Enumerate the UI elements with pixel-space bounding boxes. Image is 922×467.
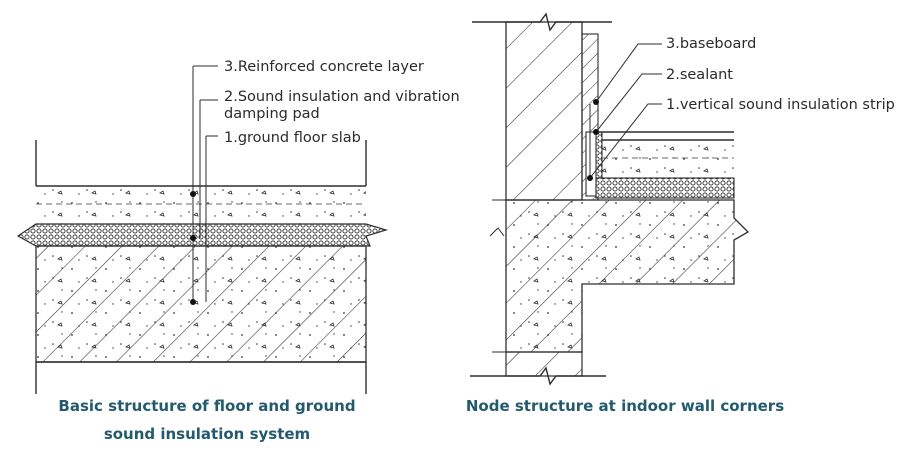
label-ground-floor-slab: 1.ground floor slab: [224, 130, 361, 146]
sound-insulation-pad: [16, 223, 389, 247]
floor-insulation-pad: [595, 177, 735, 199]
label-reinforced-concrete: 3.Reinforced concrete layer: [224, 59, 424, 75]
wall: [505, 21, 583, 201]
reinforced-concrete-layer: [36, 186, 366, 224]
floor-concrete-layer: [602, 140, 734, 178]
wall-corner-diagram: 3.baseboard 2.sealant 1.vertical sound i…: [466, 12, 895, 415]
caption-floor-structure-line2: sound insulation system: [104, 425, 310, 443]
label-baseboard: 3.baseboard: [666, 36, 756, 52]
caption-wall-corner: Node structure at indoor wall corners: [466, 397, 784, 415]
label-sound-pad-line2: damping pad: [224, 106, 320, 122]
label-sealant: 2.sealant: [666, 67, 733, 83]
label-vertical-strip: 1.vertical sound insulation strip: [666, 97, 895, 113]
floor-structure-diagram: 3.Reinforced concrete layer 2.Sound insu…: [16, 59, 460, 443]
vertical-insulation-strip: [585, 131, 597, 197]
label-sound-pad-line1: 2.Sound insulation and vibration: [224, 89, 460, 105]
caption-floor-structure-line1: Basic structure of floor and ground: [58, 397, 355, 415]
